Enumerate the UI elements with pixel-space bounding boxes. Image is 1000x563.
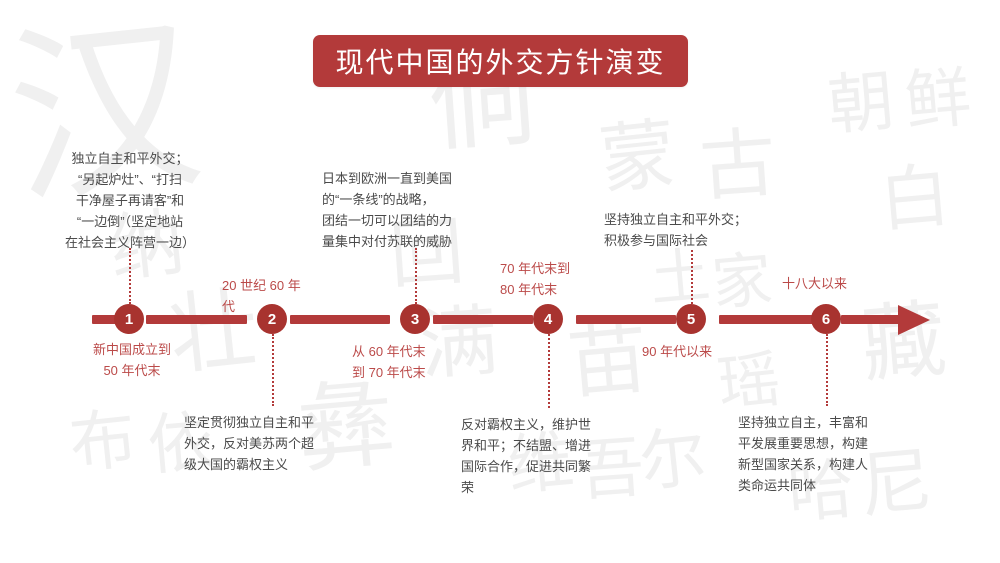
node-6-period-label: 十八大以来 xyxy=(782,276,848,291)
node-6-description: 坚持独立自主，丰富和 平发展重要思想，构建 新型国家关系，构建人 类命运共同体 xyxy=(738,415,869,494)
axis-segment-start xyxy=(92,315,124,324)
node-5-description: 坚持独立自主和平外交； 积极参与国际社会 xyxy=(604,212,748,249)
node-4-period-label: 70 年代末到 80 年代末 xyxy=(500,261,571,298)
axis-segment-3-4 xyxy=(433,315,533,324)
axis-segment-2-3 xyxy=(290,315,390,324)
connector-node-2-down xyxy=(272,334,274,406)
node-number-5: 5 xyxy=(686,310,696,328)
axis-arrowhead xyxy=(898,305,930,335)
node-1-period-label: 新中国成立到 50 年代末 xyxy=(92,342,171,379)
axis-segment-5-6 xyxy=(719,315,819,324)
axis-segment-1-2 xyxy=(146,315,247,324)
node-number-1: 1 xyxy=(124,310,134,328)
timeline-node-3[interactable]: 3 xyxy=(400,304,430,334)
node-number-6: 6 xyxy=(821,310,831,328)
node-3-description: 日本到欧洲一直到美国 的“一条线”的战略， 团结一切可以团结的力 量集中对付苏联… xyxy=(322,171,453,250)
page-title: 现代中国的外交方针演变 xyxy=(335,47,666,78)
node-number-4: 4 xyxy=(543,310,553,328)
connector-node-5-up xyxy=(691,250,693,304)
timeline-node-4[interactable]: 4 xyxy=(533,304,563,334)
node-2-description: 坚定贯彻独立自主和平 外交，反对美苏两个超 级大国的霸权主义 xyxy=(184,415,315,473)
axis-segment-end xyxy=(841,315,903,324)
timeline-node-5[interactable]: 5 xyxy=(676,304,706,334)
axis-segment-4-5 xyxy=(576,315,676,324)
connector-node-3-up xyxy=(415,248,417,304)
node-3-period-label: 从 60 年代末 到 70 年代末 xyxy=(352,344,426,381)
connector-node-1-up xyxy=(129,248,131,304)
node-2-period-label: 20 世纪 60 年 代 xyxy=(222,278,301,315)
node-4-description: 反对霸权主义，维护世 界和平；不结盟、增进 国际合作，促进共同繁 荣 xyxy=(461,417,592,496)
title-banner: 现代中国的外交方针演变 xyxy=(313,35,688,87)
node-number-2: 2 xyxy=(267,310,277,328)
connector-node-4-down xyxy=(548,334,550,408)
connector-node-6-down xyxy=(826,334,828,406)
timeline-node-6[interactable]: 6 xyxy=(811,304,841,334)
node-5-period-label: 90 年代以来 xyxy=(642,344,713,359)
timeline-node-1[interactable]: 1 xyxy=(114,304,144,334)
node-1-description: 独立自主和平外交； “另起炉灶”、“打扫 干净屋子再请客”和 “一边倒”（坚定地… xyxy=(64,151,195,251)
timeline-node-2[interactable]: 2 xyxy=(257,304,287,334)
node-number-3: 3 xyxy=(410,310,420,328)
